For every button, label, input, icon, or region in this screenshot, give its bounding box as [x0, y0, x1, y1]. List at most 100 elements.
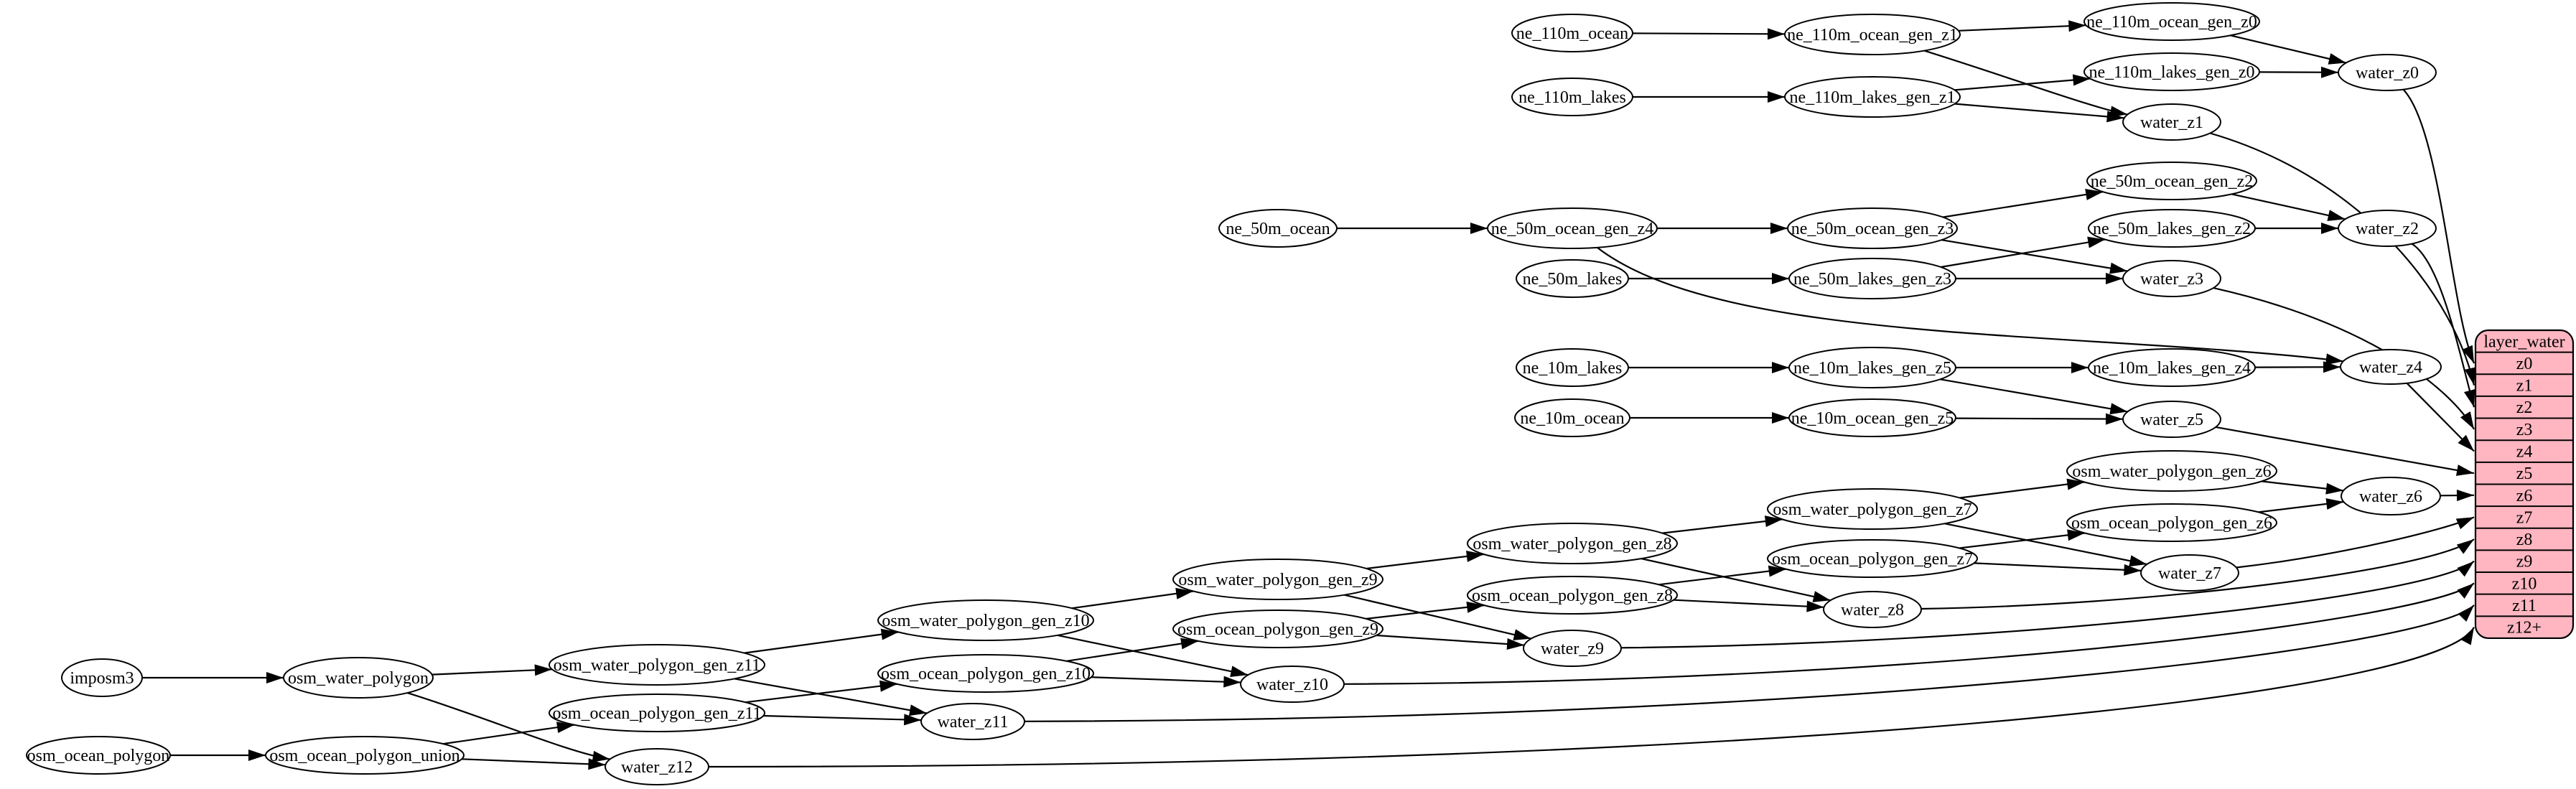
- node-ne_110m_lakes_gen_z1: ne_110m_lakes_gen_z1: [1784, 76, 1961, 118]
- edge-ne_50m_ocean_gen_z2-to-water_z2: [2231, 193, 2346, 221]
- node-label-osm_water_polygon_gen_z11: osm_water_polygon_gen_z11: [554, 656, 760, 675]
- node-water_z10: water_z10: [1240, 666, 1345, 703]
- node-osm_water_polygon_gen_z11: osm_water_polygon_gen_z11: [549, 644, 765, 686]
- edge-osm_ocean_polygon_gen_z10-to-water_z10: [1091, 676, 1241, 688]
- node-ellipse-osm_water_polygon: [283, 657, 434, 699]
- node-label-ne_50m_lakes: ne_50m_lakes: [1523, 270, 1623, 289]
- node-ellipse-water_z5: [2122, 401, 2221, 438]
- edge-osm_ocean_polygon_gen_z8-to-osm_ocean_polygon_gen_z7: [1658, 565, 1786, 586]
- node-ne_10m_ocean_gen_z5: ne_10m_ocean_gen_z5: [1788, 398, 1956, 437]
- node-water_z6: water_z6: [2341, 477, 2441, 515]
- node-osm_ocean_polygon_gen_z10: osm_ocean_polygon_gen_z10: [877, 654, 1094, 693]
- node-label-water_z0: water_z0: [2356, 64, 2419, 83]
- edge-osm_ocean_polygon_gen_z6-to-water_z6: [2258, 498, 2344, 513]
- edge-osm_ocean_polygon_union-to-water_z12: [462, 758, 606, 770]
- node-ellipse-ne_50m_lakes: [1516, 259, 1629, 298]
- edge-osm_water_polygon_gen_z10-to-osm_water_polygon_gen_z9: [1071, 587, 1194, 610]
- node-label-water_z6: water_z6: [2359, 487, 2422, 506]
- node-ne_110m_ocean_gen_z0: ne_110m_ocean_gen_z0: [2083, 2, 2260, 41]
- node-ellipse-osm_ocean_polygon_gen_z6: [2066, 503, 2277, 542]
- edge-osm_water_polygon_gen_z9-to-water_z9: [1344, 594, 1531, 640]
- table-header: layer_water: [2483, 332, 2565, 351]
- node-label-ne_110m_lakes: ne_110m_lakes: [1518, 88, 1626, 107]
- node-ne_50m_lakes_gen_z3: ne_50m_lakes_gen_z3: [1788, 258, 1956, 299]
- node-label-water_z3: water_z3: [2140, 270, 2203, 289]
- node-label-ne_110m_lakes_gen_z0: ne_110m_lakes_gen_z0: [2089, 63, 2254, 82]
- node-water_z12: water_z12: [605, 748, 709, 785]
- table-row-z8: z8: [2516, 531, 2533, 549]
- node-label-osm_ocean_polygon: osm_ocean_polygon: [27, 747, 170, 765]
- node-label-water_z5: water_z5: [2140, 411, 2203, 429]
- node-label-osm_water_polygon_gen_z9: osm_water_polygon_gen_z9: [1178, 571, 1377, 589]
- node-ellipse-ne_110m_ocean_gen_z0: [2083, 2, 2260, 41]
- node-water_z1: water_z1: [2122, 103, 2221, 141]
- node-label-water_z4: water_z4: [2359, 358, 2422, 377]
- node-ellipse-ne_10m_lakes_gen_z5: [1788, 347, 1956, 388]
- edge-ne_110m_ocean-to-ne_110m_ocean_gen_z1: [1632, 28, 1786, 40]
- node-label-water_z9: water_z9: [1541, 640, 1604, 658]
- node-ne_50m_ocean_gen_z4: ne_50m_ocean_gen_z4: [1487, 207, 1658, 249]
- node-label-osm_water_polygon_gen_z8: osm_water_polygon_gen_z8: [1473, 535, 1671, 554]
- node-label-water_z11: water_z11: [937, 713, 1008, 732]
- node-ellipse-ne_50m_lakes_gen_z3: [1788, 258, 1956, 299]
- node-ellipse-ne_50m_ocean_gen_z3: [1787, 207, 1958, 249]
- edge-ne_110m_lakes_gen_z1-to-water_z1: [1954, 103, 2124, 123]
- edge-water_z9-to-layer_water-z9: [1620, 560, 2475, 649]
- node-label-ne_50m_lakes_gen_z2: ne_50m_lakes_gen_z2: [2093, 220, 2251, 238]
- layer-water-table: layer_waterz0z1z2z3z4z5z6z7z8z9z10z11z12…: [2474, 329, 2575, 640]
- edge-osm_water_polygon_gen_z11-to-water_z11: [734, 678, 928, 716]
- node-osm_ocean_polygon_gen_z6: osm_ocean_polygon_gen_z6: [2066, 503, 2277, 542]
- edge-osm_water_polygon_gen_z8-to-water_z8: [1641, 558, 1831, 602]
- edge-osm_ocean_polygon_gen_z11-to-osm_ocean_polygon_gen_z10: [745, 680, 897, 704]
- edge-osm_ocean_polygon_gen_z11-to-water_z11: [763, 714, 922, 726]
- node-osm_water_polygon_gen_z10: osm_water_polygon_gen_z10: [877, 599, 1094, 641]
- node-ellipse-water_z11: [920, 703, 1025, 740]
- node-ellipse-osm_ocean_polygon_gen_z11: [549, 694, 765, 732]
- node-label-ne_10m_ocean_gen_z5: ne_10m_ocean_gen_z5: [1791, 409, 1954, 428]
- node-water_z7: water_z7: [2140, 554, 2239, 592]
- node-ne_110m_lakes_gen_z0: ne_110m_lakes_gen_z0: [2083, 52, 2260, 91]
- node-ellipse-ne_110m_ocean_gen_z1: [1784, 14, 1961, 55]
- edge-ne_50m_lakes_gen_z3-to-ne_50m_lakes_gen_z2: [1941, 236, 2106, 269]
- node-osm_ocean_polygon_union: osm_ocean_polygon_union: [265, 736, 465, 775]
- node-ne_110m_ocean_gen_z1: ne_110m_ocean_gen_z1: [1784, 14, 1961, 55]
- node-ellipse-ne_50m_lakes_gen_z2: [2088, 209, 2256, 248]
- table-row-z11: z11: [2512, 597, 2537, 615]
- node-ellipse-osm_water_polygon_gen_z10: [877, 599, 1094, 641]
- edge-ne_50m_ocean_gen_z3-to-ne_50m_ocean_gen_z2: [1943, 189, 2104, 218]
- edge-osm_ocean_polygon_gen_z7-to-osm_ocean_polygon_gen_z6: [1959, 529, 2086, 549]
- edge-osm_water_polygon_gen_z7-to-osm_water_polygon_gen_z6: [1959, 478, 2085, 499]
- node-ellipse-ne_50m_ocean_gen_z2: [2086, 162, 2257, 200]
- edge-osm_water_polygon-to-osm_water_polygon_gen_z11: [431, 664, 552, 676]
- edge-osm_ocean_polygon_gen_z8-to-water_z8: [1673, 599, 1824, 612]
- node-label-imposm3: imposm3: [70, 669, 134, 688]
- edge-water_z7-to-layer_water-z7: [2236, 516, 2475, 569]
- node-osm_water_polygon_gen_z8: osm_water_polygon_gen_z8: [1467, 523, 1678, 564]
- table-row-z7: z7: [2516, 508, 2533, 527]
- edge-osm_ocean_polygon_gen_z10-to-osm_ocean_polygon_gen_z9: [1066, 638, 1199, 662]
- node-label-osm_ocean_polygon_gen_z7: osm_ocean_polygon_gen_z7: [1772, 550, 1973, 569]
- node-ellipse-water_z2: [2338, 210, 2437, 247]
- node-ellipse-water_z6: [2341, 477, 2441, 515]
- node-ellipse-imposm3: [61, 658, 143, 697]
- node-ellipse-water_z8: [1823, 591, 1922, 628]
- node-label-osm_ocean_polygon_gen_z8: osm_ocean_polygon_gen_z8: [1472, 587, 1673, 605]
- node-ellipse-ne_110m_lakes_gen_z0: [2083, 52, 2260, 91]
- node-osm_ocean_polygon_gen_z11: osm_ocean_polygon_gen_z11: [549, 694, 765, 732]
- edge-osm_water_polygon_gen_z11-to-osm_water_polygon_gen_z10: [744, 628, 899, 654]
- node-ne_10m_lakes_gen_z4: ne_10m_lakes_gen_z4: [2088, 348, 2256, 387]
- node-ellipse-osm_ocean_polygon_gen_z7: [1767, 539, 1978, 578]
- node-label-ne_110m_ocean: ne_110m_ocean: [1516, 24, 1628, 43]
- edge-water_z4-to-layer_water-z4: [2406, 382, 2475, 452]
- table-row-z4: z4: [2516, 443, 2533, 462]
- node-water_z11: water_z11: [920, 703, 1025, 740]
- node-ellipse-water_z7: [2140, 554, 2239, 592]
- node-ne_50m_ocean_gen_z2: ne_50m_ocean_gen_z2: [2086, 162, 2257, 200]
- edge-osm_water_polygon_gen_z10-to-water_z10: [1057, 634, 1249, 678]
- node-label-osm_water_polygon_gen_z10: osm_water_polygon_gen_z10: [882, 612, 1089, 630]
- node-ne_110m_ocean: ne_110m_ocean: [1511, 14, 1633, 52]
- nodes-layer: ne_110m_ocean ne_110m_ocean_gen_z1 ne_110m…: [26, 2, 2442, 785]
- node-osm_ocean_polygon_gen_z8: osm_ocean_polygon_gen_z8: [1467, 576, 1678, 615]
- node-ellipse-ne_50m_ocean_gen_z4: [1487, 207, 1658, 249]
- node-label-ne_10m_lakes_gen_z4: ne_10m_lakes_gen_z4: [2093, 359, 2251, 378]
